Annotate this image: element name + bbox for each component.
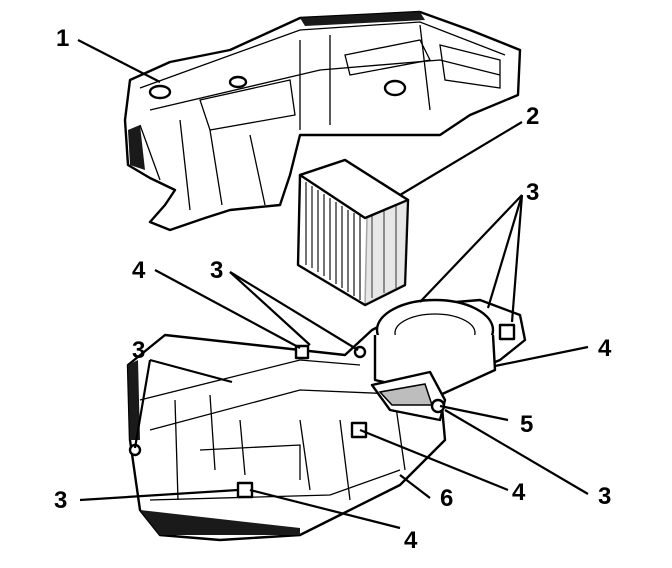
lower-case (126, 298, 527, 542)
callout-6: 6 (440, 485, 453, 512)
callout-3: 3 (132, 337, 145, 364)
callout-labels: 1 2 3 4 3 3 4 5 4 3 6 3 4 (54, 25, 612, 554)
callout-4: 4 (404, 527, 418, 554)
callout-3: 3 (598, 483, 611, 510)
callout-1: 1 (56, 25, 69, 52)
callout-4: 4 (512, 479, 526, 506)
callout-3: 3 (54, 487, 67, 514)
callout-3: 3 (526, 179, 539, 206)
callout-4: 4 (598, 335, 612, 362)
callout-2: 2 (526, 103, 539, 130)
leader-lines (77, 39, 589, 530)
callout-5: 5 (520, 411, 533, 438)
upper-case (123, 10, 522, 232)
evaporator-core (296, 158, 410, 307)
callout-4: 4 (132, 257, 146, 284)
callout-3: 3 (210, 257, 223, 284)
